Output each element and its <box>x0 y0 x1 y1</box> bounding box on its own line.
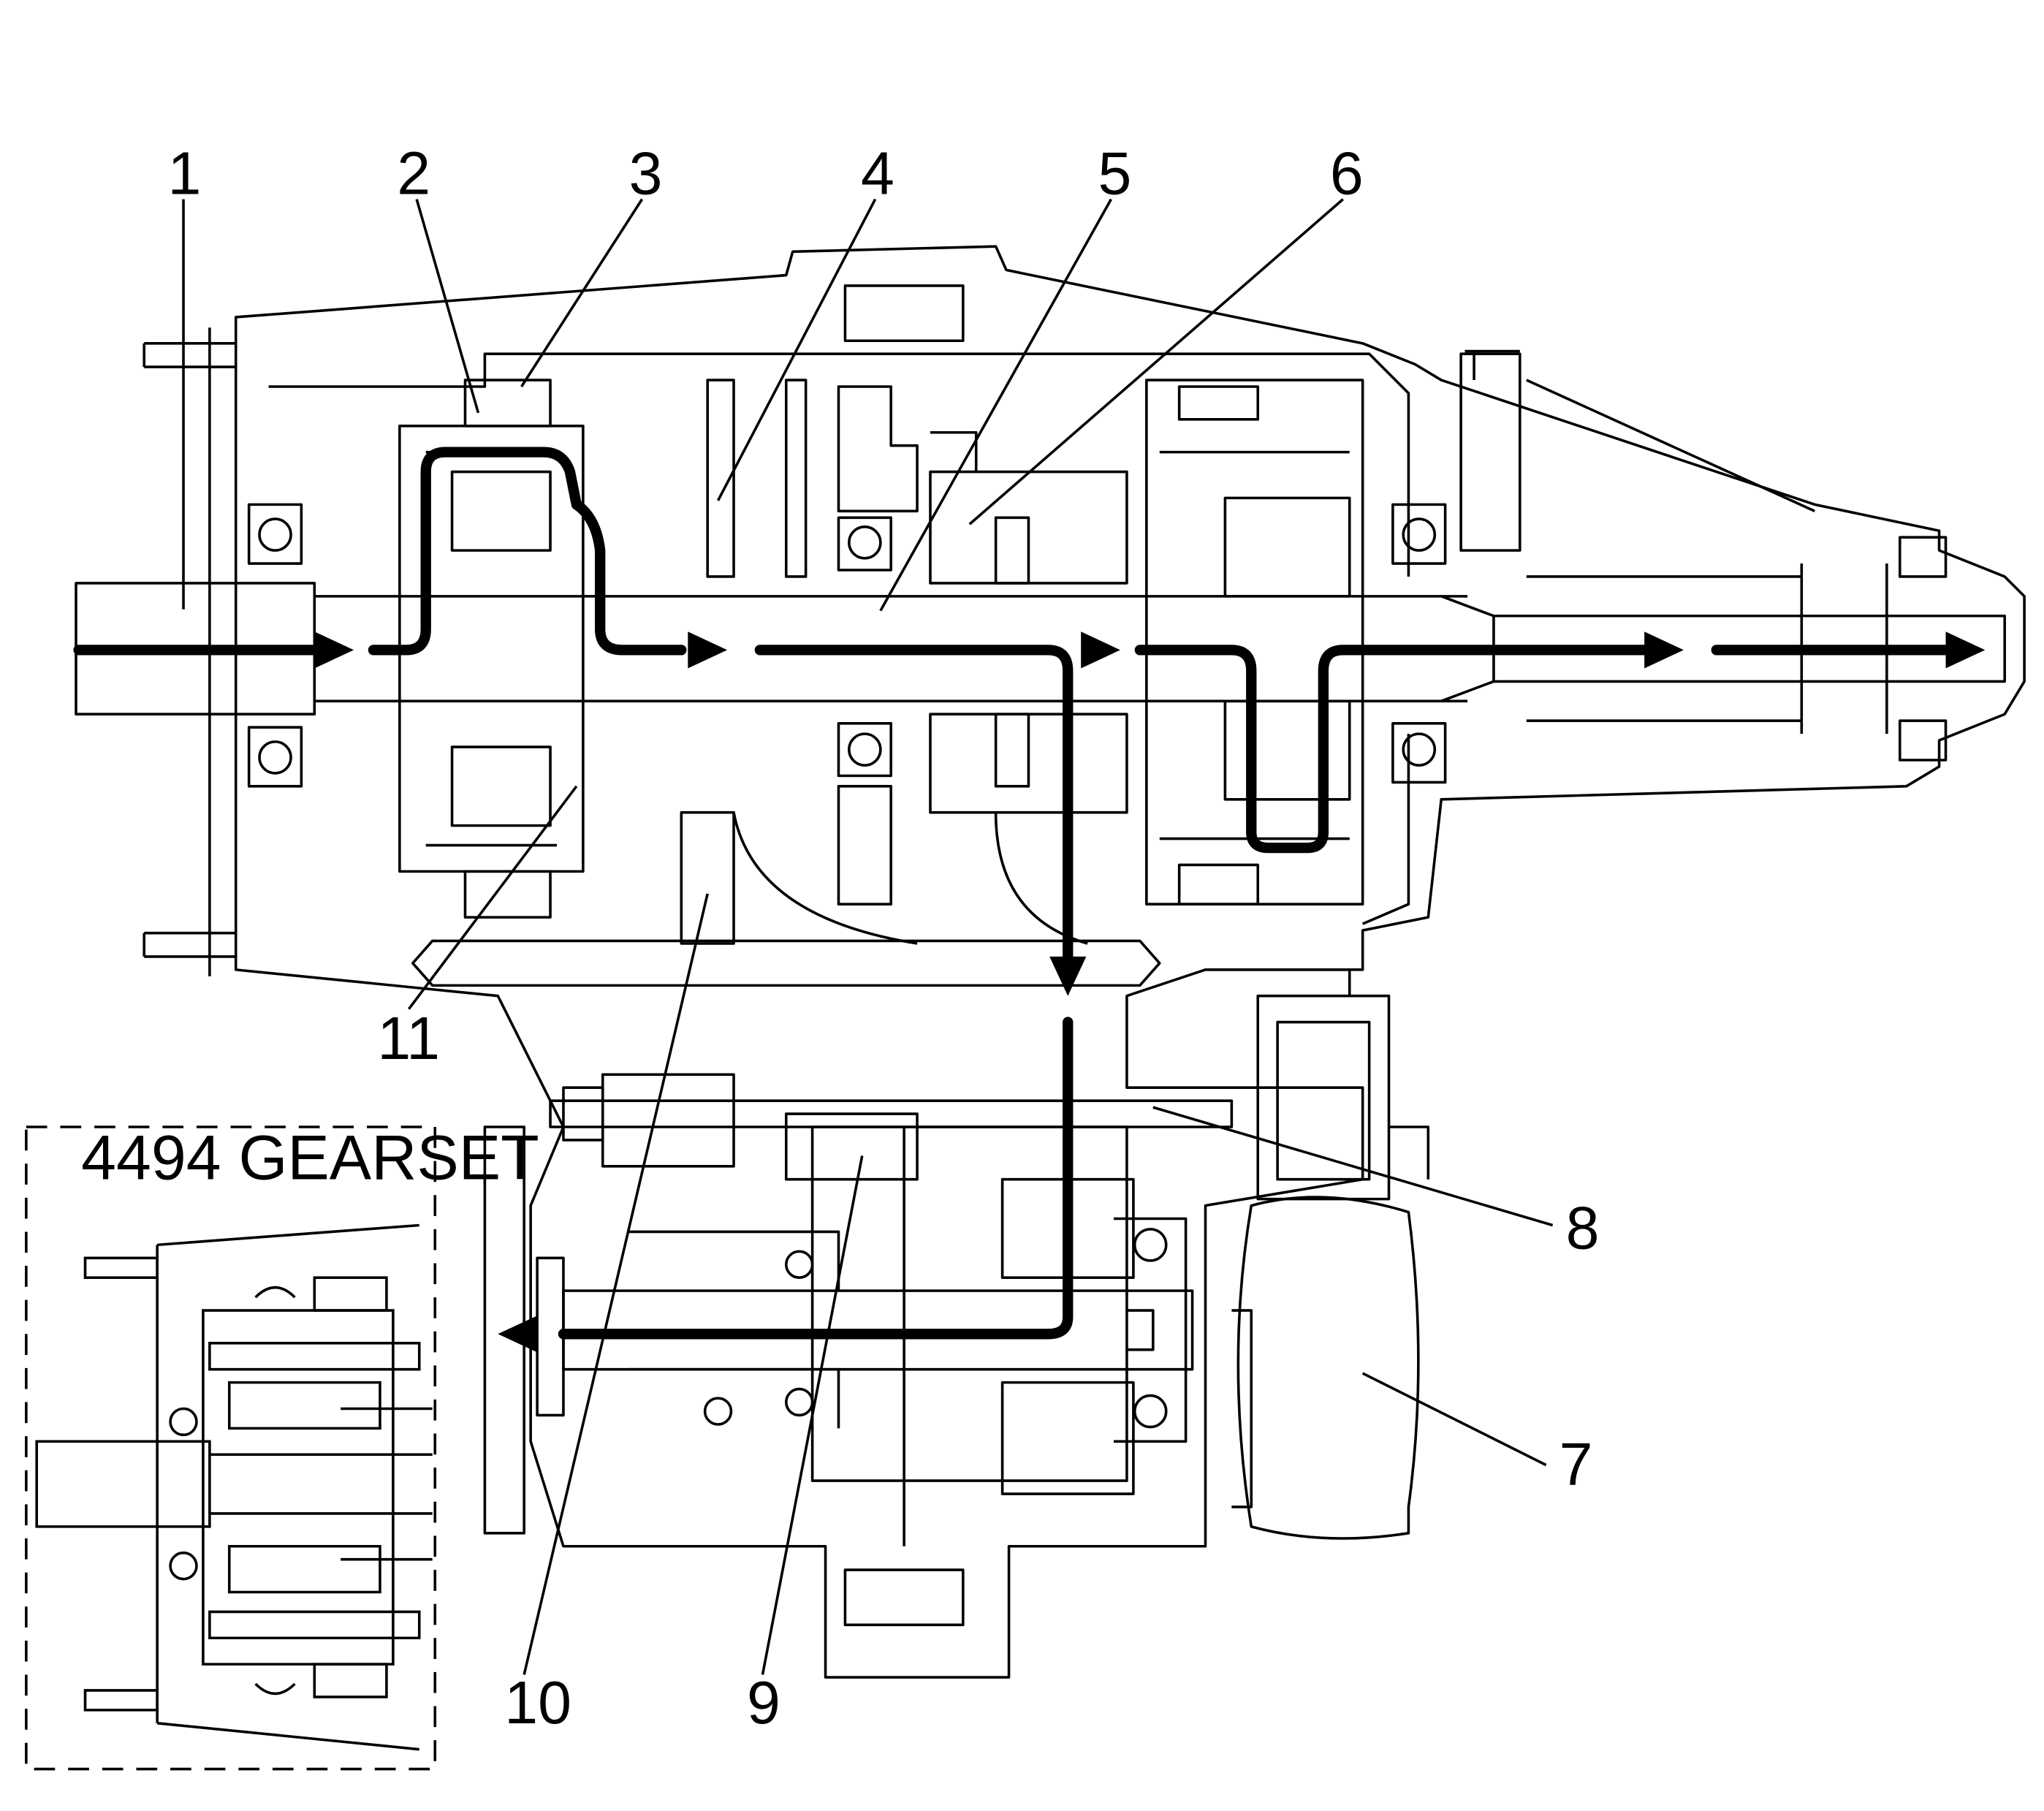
arrow-head-input <box>314 631 354 669</box>
arrow-head-front <box>498 1315 538 1353</box>
gearset-inset: 4494 GEARSET <box>25 1123 539 1771</box>
power-flow-path <box>73 447 1958 1340</box>
callout-6: 6 <box>1330 140 1364 207</box>
callout-7: 7 <box>1559 1430 1593 1497</box>
callout-4: 4 <box>861 140 894 207</box>
flow-arrowheads <box>314 631 1986 1353</box>
arrow-head-down <box>1049 956 1087 996</box>
callout-9: 9 <box>747 1669 780 1736</box>
inset-gearset-drawing <box>35 1223 433 1751</box>
callout-8: 8 <box>1566 1195 1600 1262</box>
leader-lines <box>182 198 1554 1675</box>
callout-10: 10 <box>504 1669 571 1736</box>
callout-1: 1 <box>167 140 201 207</box>
callout-11: 11 <box>377 1005 440 1072</box>
arrow-head-rear-2 <box>1945 631 1986 669</box>
callout-3: 3 <box>629 140 663 207</box>
inset-title: 4494 GEARSET <box>81 1123 539 1193</box>
callout-5: 5 <box>1098 140 1131 207</box>
arrow-head-upper-2 <box>1081 631 1120 669</box>
callout-2: 2 <box>397 140 430 207</box>
inset-frame <box>25 1125 437 1771</box>
callout-labels: 1 2 3 4 5 6 7 8 9 10 11 <box>167 140 1599 1736</box>
arrow-head-rear-1 <box>1644 631 1684 669</box>
case-outline <box>75 245 2026 1679</box>
arrow-head-upper-1 <box>688 631 728 669</box>
